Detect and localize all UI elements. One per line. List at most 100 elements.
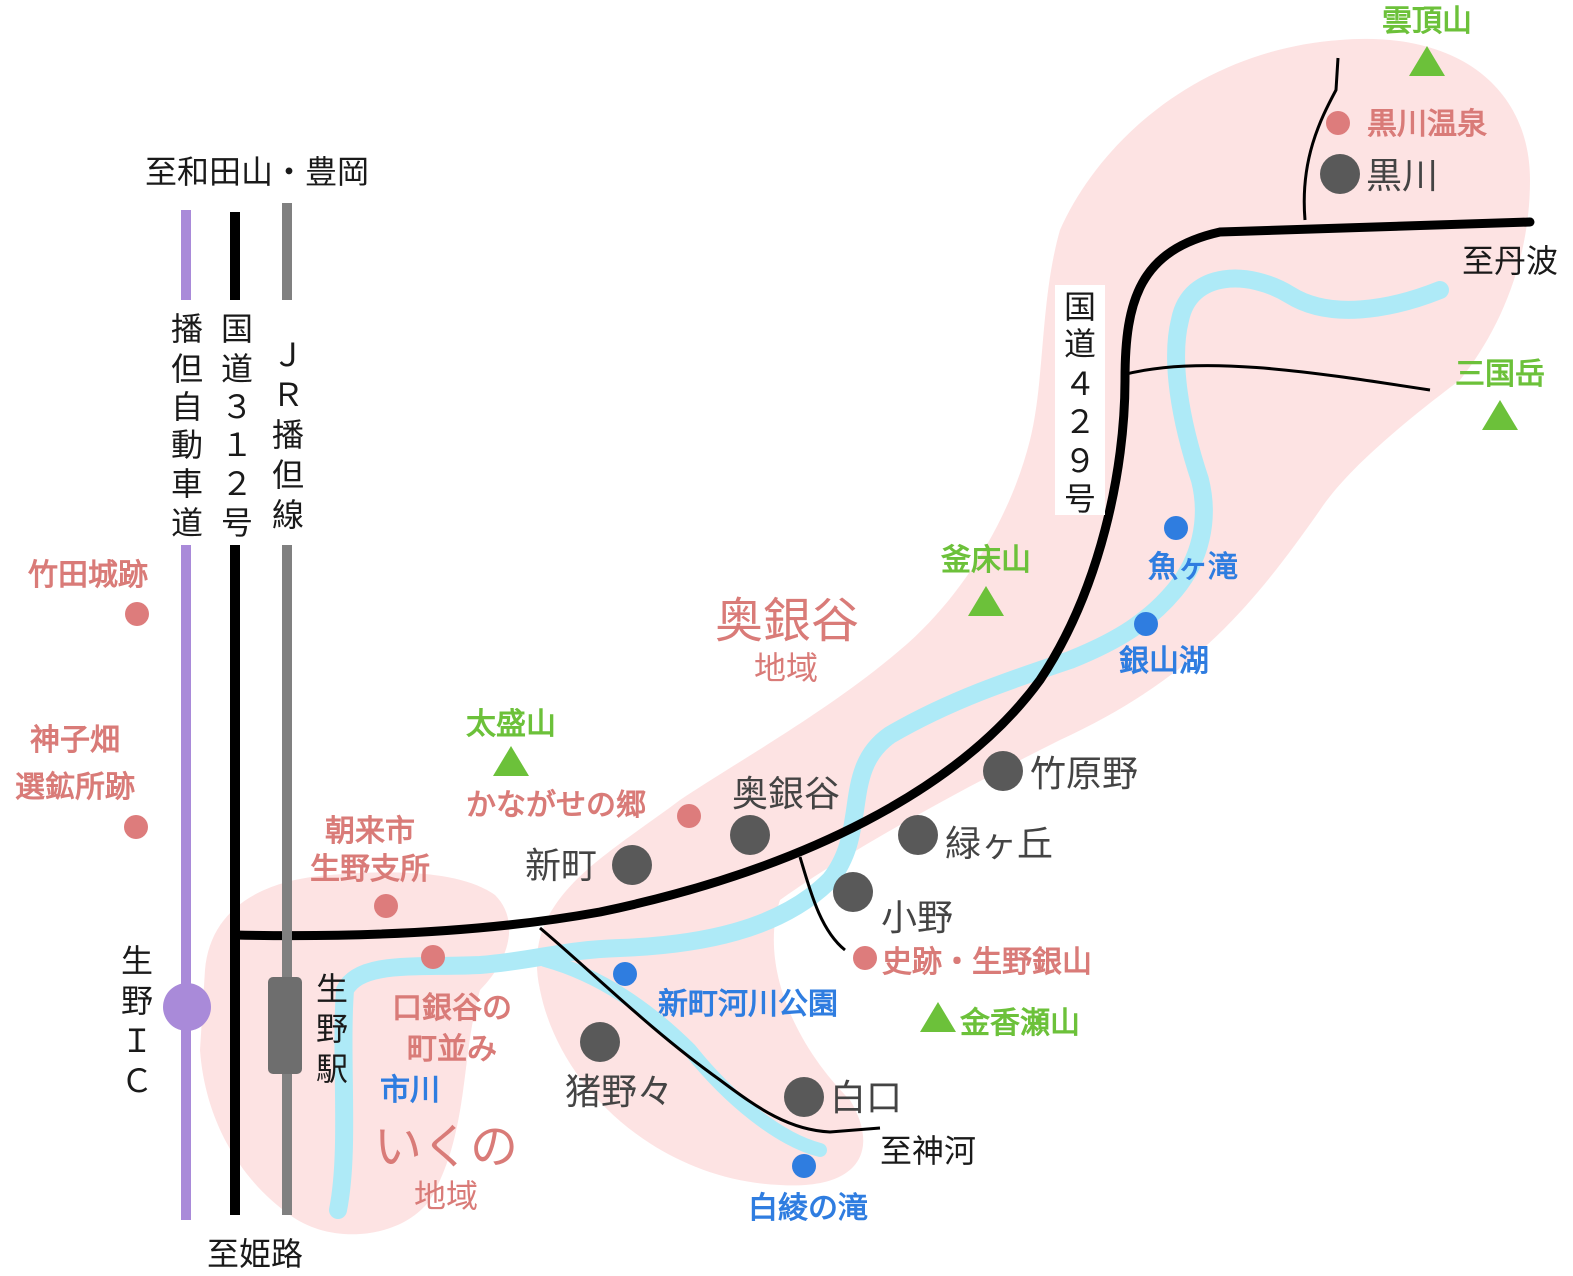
- water-label-shiraaya-falls: 白綾の滝: [748, 1191, 868, 1226]
- national-route-429: [230, 217, 1535, 941]
- svg-text:号: 号: [1064, 480, 1096, 518]
- town-marker-shinmachi[interactable]: [612, 845, 652, 885]
- direction-south-label: 至姫路: [207, 1235, 303, 1273]
- spot-marker-shiraaya-falls[interactable]: [792, 1154, 816, 1178]
- svg-text:Ｉ: Ｉ: [121, 1022, 153, 1060]
- route-429-label: 国 道 ４ ２ ９ 号: [1064, 288, 1096, 518]
- road-to-mikunidake: [1121, 364, 1431, 392]
- site-label-kanagase: かながせの郷: [466, 788, 646, 823]
- direction-east-label: 至丹波: [1462, 242, 1558, 280]
- svg-text:１: １: [221, 426, 253, 464]
- svg-text:Ｊ: Ｊ: [272, 336, 304, 374]
- road-to-unchozan: [1302, 57, 1340, 221]
- town-label-shinmachi: 新町: [525, 846, 597, 887]
- town-marker-ono[interactable]: [833, 872, 873, 912]
- route-312-label: 国 道 ３ １ ２ 号: [221, 310, 253, 542]
- svg-text:線: 線: [272, 496, 304, 534]
- town-label-ono: 小野: [881, 898, 953, 939]
- mountain-label-kanagasezan: 金香瀬山: [959, 1006, 1080, 1041]
- svg-text:播: 播: [171, 310, 203, 348]
- direction-kamikawa-label: 至神河: [880, 1132, 976, 1170]
- mountain-icon-mikunidake[interactable]: [1482, 400, 1518, 430]
- town-label-shirakuchi: 白口: [830, 1078, 902, 1119]
- svg-text:自: 自: [171, 388, 203, 426]
- tributary-river: [538, 953, 827, 1157]
- svg-text:３: ３: [221, 388, 253, 426]
- site-marker-asago-office[interactable]: [374, 894, 398, 918]
- site-marker-kanagase[interactable]: [677, 804, 701, 828]
- svg-text:Ｃ: Ｃ: [121, 1062, 153, 1100]
- town-marker-shirakuchi[interactable]: [784, 1077, 824, 1117]
- site-marker-kuchiginda[interactable]: [421, 945, 445, 969]
- road-to-ikuno-mine: [798, 856, 846, 952]
- svg-text:車: 車: [171, 465, 203, 503]
- region-ikuno-name: いくの: [374, 1119, 518, 1175]
- svg-text:道: 道: [171, 504, 203, 542]
- direction-north-label: 至和田山・豊岡: [145, 153, 369, 191]
- svg-text:野: 野: [121, 982, 153, 1020]
- site-label-ikuno-mine: 史跡・生野銀山: [882, 945, 1092, 980]
- svg-text:２: ２: [221, 465, 253, 503]
- site-label-takeda-castle: 竹田城跡: [28, 558, 148, 593]
- svg-text:但: 但: [171, 350, 203, 388]
- mountain-icon-kanagasezan[interactable]: [920, 1002, 956, 1032]
- site-label-asago-office-1: 朝来市: [325, 814, 415, 849]
- spot-marker-uogataki[interactable]: [1164, 516, 1188, 540]
- site-label-kuchiginda-1: 口銀谷の: [392, 991, 512, 1026]
- svg-text:但: 但: [272, 456, 304, 494]
- svg-text:道: 道: [221, 350, 253, 388]
- mountain-icon-unchozan[interactable]: [1409, 46, 1445, 76]
- town-label-inonono: 猪野々: [565, 1072, 673, 1113]
- svg-text:道: 道: [1064, 325, 1096, 363]
- site-label-mikobata-2: 選鉱所跡: [15, 770, 135, 805]
- town-label-okuginda: 奥銀谷: [732, 774, 840, 815]
- svg-text:国: 国: [221, 310, 253, 348]
- site-marker-takeda-castle[interactable]: [125, 602, 149, 626]
- site-marker-kurokawa-onsen[interactable]: [1326, 111, 1350, 135]
- jr-line-label: Ｊ Ｒ 播 但 線: [272, 336, 304, 534]
- svg-text:９: ９: [1064, 442, 1096, 480]
- site-label-mikobata-1: 神子畑: [30, 723, 120, 758]
- svg-text:播: 播: [272, 416, 304, 454]
- site-label-kurokawa-onsen: 黒川温泉: [1367, 107, 1487, 142]
- ikuno-station-marker[interactable]: [268, 977, 302, 1074]
- ikuno-ic-label: 生 野 Ｉ Ｃ: [121, 942, 153, 1100]
- label-mask-routes: [160, 300, 310, 545]
- svg-text:動: 動: [171, 426, 203, 464]
- mountain-icon-kamatokozan[interactable]: [968, 586, 1004, 616]
- region-ikuno-sub: 地域: [414, 1177, 478, 1215]
- water-label-uogataki: 魚ヶ滝: [1148, 550, 1238, 585]
- ikuno-ic-marker[interactable]: [163, 983, 211, 1031]
- ikuno-station-label: 生 野 駅: [316, 970, 348, 1088]
- expressway-label: 播 但 自 動 車 道: [171, 310, 203, 542]
- spot-marker-ginzanko[interactable]: [1134, 612, 1158, 636]
- site-marker-mikobata[interactable]: [124, 815, 148, 839]
- region-okuginda-area: [536, 38, 1530, 1186]
- town-marker-okuginda[interactable]: [730, 815, 770, 855]
- svg-text:野: 野: [316, 1010, 348, 1048]
- mountain-label-unchozan: 雲頂山: [1382, 4, 1472, 39]
- site-label-kuchiginda-2: 町並み: [407, 1032, 497, 1067]
- svg-text:Ｒ: Ｒ: [272, 376, 304, 414]
- town-marker-kurokawa[interactable]: [1320, 154, 1360, 194]
- ichikawa-river: [329, 269, 1449, 1219]
- site-marker-ikuno-mine[interactable]: [853, 946, 877, 970]
- mountain-icon-taimoriyama[interactable]: [493, 746, 529, 776]
- svg-text:４: ４: [1064, 365, 1096, 403]
- water-label-shinmachi-park: 新町河川公園: [658, 987, 838, 1022]
- mountain-label-kamatokozan: 釜床山: [940, 543, 1031, 578]
- town-marker-midorigaoka[interactable]: [898, 815, 938, 855]
- town-marker-inonono[interactable]: [580, 1022, 620, 1062]
- region-okuginda-name: 奥銀谷: [715, 593, 859, 649]
- water-label-ichikawa: 市川: [380, 1073, 440, 1108]
- label-mask-429: [1055, 285, 1105, 515]
- mountain-label-taimoriyama: 太盛山: [466, 707, 556, 742]
- spot-marker-shinmachi-park[interactable]: [613, 962, 637, 986]
- svg-text:生: 生: [316, 970, 348, 1008]
- town-label-kurokawa: 黒川: [1366, 156, 1438, 197]
- svg-text:号: 号: [221, 504, 253, 542]
- region-okuginda-sub: 地域: [754, 649, 818, 687]
- town-marker-takeharano[interactable]: [983, 751, 1023, 791]
- site-label-asago-office-2: 生野支所: [310, 852, 430, 887]
